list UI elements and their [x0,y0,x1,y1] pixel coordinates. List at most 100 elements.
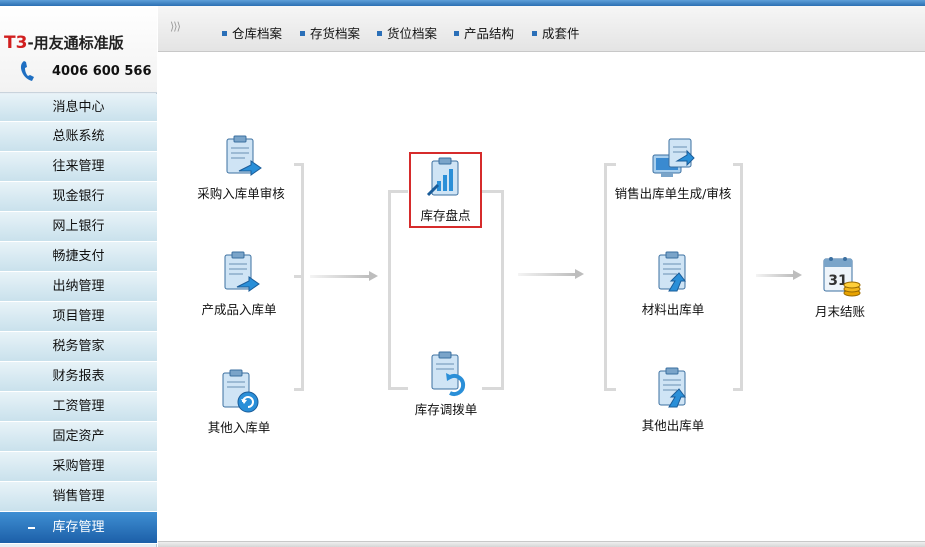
toolbar-stock-archive[interactable]: 存货档案 [300,23,360,42]
connector-line [733,163,743,166]
node-purchase-in-audit[interactable]: 采购入库单审核 [188,135,294,202]
connector-line [388,190,391,390]
clipboard-export-icon [658,251,686,292]
connector-line [388,387,408,390]
brand-title: T3-用友通标准版 [4,32,124,53]
sidebar-item-label: 网上银行 [52,219,105,234]
toolbar-warehouse-archive[interactable]: 仓库档案 [222,23,282,42]
connector-line [604,388,616,391]
sidebar-item-inventory[interactable]: 库存管理 [0,512,157,544]
sidebar-item-quick-pay[interactable]: 畅捷支付 [0,242,157,272]
sidebar-item-purchasing[interactable]: 采购管理 [0,452,157,482]
sidebar-item-sales[interactable]: 销售管理 [0,482,157,512]
toolbar-kit[interactable]: 成套件 [532,23,580,42]
toolbar-item-label: 仓库档案 [232,26,283,41]
node-label: 采购入库单审核 [197,186,285,201]
bullet-icon [532,31,537,36]
connector-line [604,163,607,391]
sidebar-nav: 消息中心 总账系统 往来管理 现金银行 网上银行 畅捷支付 出纳管理 项目管理 … [0,94,157,544]
node-label: 材料出库单 [641,302,705,317]
node-label: 库存调拨单 [414,402,478,417]
connector-line [482,387,502,390]
sidebar-item-label: 采购管理 [52,459,105,474]
clipboard-transfer-icon [431,351,466,396]
sidebar-item-cashier[interactable]: 出纳管理 [0,272,157,302]
brand-logo: T3-用友通标准版 4006 600 566 [0,6,157,93]
connector-line [294,275,304,278]
brand-title-prefix: T3 [4,33,28,53]
node-transfer[interactable]: 库存调拨单 [406,351,486,418]
sidebar-item-fixed-assets[interactable]: 固定资产 [0,422,157,452]
node-label: 销售出库单生成/审核 [614,186,732,201]
toolbar-item-label: 产品结构 [464,26,515,41]
sidebar-item-cash-bank[interactable]: 现金银行 [0,182,157,212]
toolbar-item-label: 成套件 [542,26,580,41]
sidebar-item-label: 项目管理 [52,309,105,324]
module-toolbar: ⟩⟩⟩ 仓库档案 存货档案 货位档案 产品结构 成套件 [158,6,925,52]
connector-line [482,190,502,193]
toolbar-location-archive[interactable]: 货位档案 [377,23,437,42]
toolbar-product-structure[interactable]: 产品结构 [454,23,514,42]
node-month-end[interactable]: 31 月末结账 [804,253,876,320]
node-label: 产成品入库单 [201,302,277,317]
node-label: 其他入库单 [207,420,271,435]
clipboard-import-icon [224,251,260,292]
sales-monitor-icon [652,138,695,177]
node-other-out[interactable]: 其他出库单 [632,367,714,434]
sidebar-item-label: 税务管家 [52,339,105,354]
sidebar-item-general-ledger[interactable]: 总账系统 [0,122,157,152]
workspace-bottom-border [158,541,925,547]
clipboard-chart-icon [426,157,458,197]
clipboard-export-icon [658,367,686,408]
node-label: 月末结账 [814,304,865,319]
flow-arrow [518,269,584,279]
window-top-bar [0,0,925,6]
toolbar-item-label: 货位档案 [387,26,438,41]
sidebar-item-label: 总账系统 [52,129,105,144]
sidebar-item-label: 销售管理 [52,489,105,504]
node-product-in[interactable]: 产成品入库单 [194,251,284,318]
calendar-day-text: 31 [828,273,847,289]
sidebar-item-label: 财务报表 [52,369,105,384]
connector-line [388,190,408,193]
connector-line [740,163,743,391]
sidebar-item-payroll[interactable]: 工资管理 [0,392,157,422]
bullet-icon [222,31,227,36]
connector-line [294,388,304,391]
sidebar-item-label: 往来管理 [52,159,105,174]
connector-line [294,163,304,166]
node-material-out[interactable]: 材料出库单 [632,251,714,318]
node-stocktake[interactable]: 库存盘点 [409,152,482,228]
bullet-icon [454,31,459,36]
sidebar-item-label: 出纳管理 [52,279,105,294]
sidebar: T3-用友通标准版 4006 600 566 消息中心 总账系统 往来管理 现金… [0,6,157,547]
expand-chevron-icon[interactable]: ⟩⟩⟩ [170,20,181,33]
connector-line [301,163,304,391]
node-label: 其他出库单 [641,418,705,433]
connector-line [733,388,743,391]
sidebar-item-projects[interactable]: 项目管理 [0,302,157,332]
flow-arrow [310,271,378,281]
sidebar-item-label: 畅捷支付 [52,249,105,264]
sidebar-item-message-center[interactable]: 消息中心 [0,94,157,122]
collapse-dash-icon [28,527,35,529]
sidebar-item-accounts[interactable]: 往来管理 [0,152,157,182]
sidebar-item-tax[interactable]: 税务管家 [0,332,157,362]
connector-line [501,190,504,390]
clipboard-return-icon [222,369,259,413]
node-other-in[interactable]: 其他入库单 [198,369,280,436]
phone-icon [20,61,34,81]
sidebar-item-reports[interactable]: 财务报表 [0,362,157,392]
brand-title-rest: -用友通标准版 [27,34,124,52]
brand-phone: 4006 600 566 [52,64,152,79]
sidebar-item-label: 库存管理 [52,520,105,535]
bullet-icon [300,31,305,36]
node-label: 库存盘点 [420,208,471,223]
node-sales-out[interactable]: 销售出库单生成/审核 [613,135,733,202]
bullet-icon [377,31,382,36]
sidebar-item-online-bank[interactable]: 网上银行 [0,212,157,242]
sidebar-item-label: 固定资产 [52,429,105,444]
toolbar-item-label: 存货档案 [310,26,361,41]
clipboard-import-icon [226,135,262,176]
